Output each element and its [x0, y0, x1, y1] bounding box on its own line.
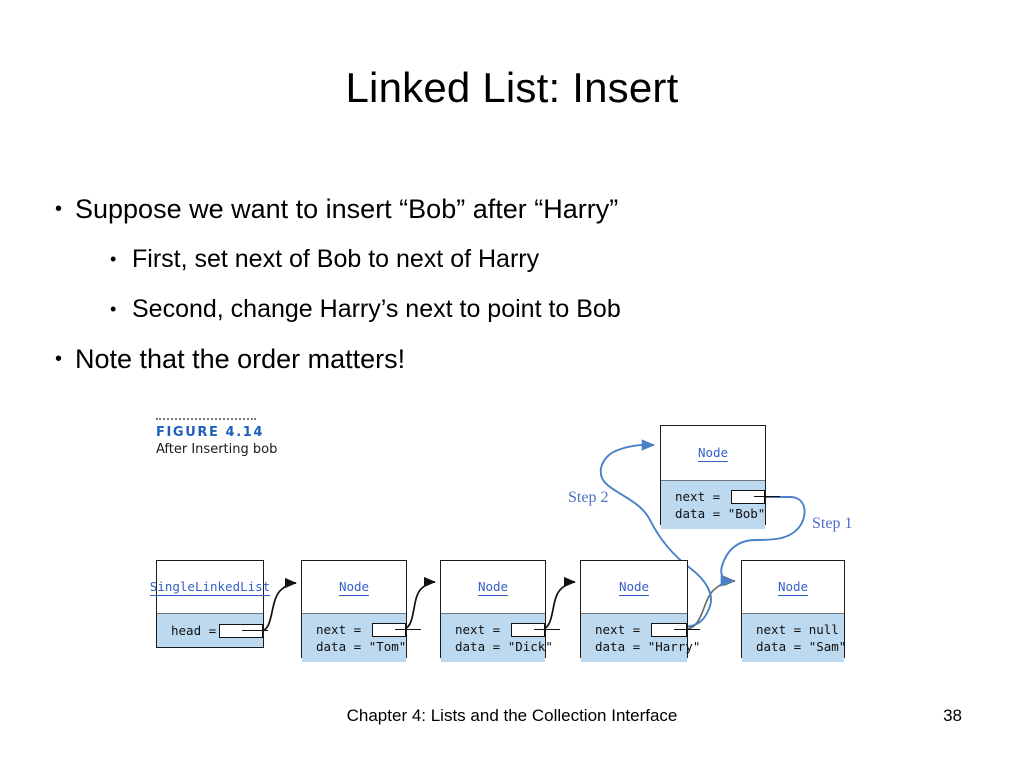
- box-header: Node: [742, 561, 844, 613]
- field-label: data =: [595, 639, 648, 654]
- bullet-list: • Suppose we want to insert “Bob” after …: [55, 185, 955, 385]
- field-value: "Harry": [647, 639, 701, 654]
- field-data: data = "Tom": [316, 638, 406, 655]
- bullet-text: First, set next of Bob to next of Harry: [132, 245, 540, 273]
- field-label: next =: [455, 622, 508, 637]
- pointer-box-icon: [219, 623, 268, 638]
- field-value: "Sam": [808, 639, 847, 654]
- footer-page-number: 38: [943, 706, 962, 725]
- node-box-dick: Node next = data = "Dick": [440, 560, 561, 662]
- field-value: "Tom": [368, 639, 407, 654]
- caption-divider: [156, 418, 256, 420]
- node-box-sam: Node next = null data = "Sam": [741, 560, 846, 662]
- step-1-label: Step 1: [812, 515, 853, 532]
- arrow-harry-old-next-to-sam: [680, 575, 736, 631]
- bullet-marker-icon: •: [55, 348, 63, 370]
- field-label: next =: [756, 622, 809, 637]
- node-box-harry: Node next = data = "Harry": [580, 560, 700, 662]
- node-box-bob: Node next = data = "Bob": [660, 425, 781, 529]
- field-data: data = "Dick": [455, 638, 553, 655]
- box-body: next = null data = "Sam": [742, 613, 847, 662]
- field-label: next =: [675, 489, 728, 504]
- box-title: Node: [777, 578, 809, 596]
- page-title: Linked List: Insert: [345, 64, 679, 111]
- box-body: next = data = "Tom": [302, 613, 422, 662]
- box-header: Node: [441, 561, 545, 613]
- field-label: next =: [316, 622, 369, 637]
- field-label: head =: [171, 623, 217, 638]
- field-next: next =: [675, 488, 781, 505]
- box-header: SingleLinkedList: [149, 561, 271, 613]
- pointer-box-icon: [371, 622, 422, 637]
- bullet-marker-icon: •: [110, 249, 117, 269]
- box-body: head =: [157, 613, 268, 647]
- pointer-box-icon: [510, 622, 561, 637]
- box-title: Node: [697, 444, 729, 462]
- bullet-marker-icon: •: [110, 299, 117, 319]
- list-item: • Suppose we want to insert “Bob” after …: [55, 185, 955, 233]
- figure-caption: FIGURE 4.14 After Inserting bob: [156, 418, 386, 457]
- bullet-marker-icon: •: [55, 198, 63, 220]
- field-label: data =: [675, 506, 728, 521]
- footer-chapter-text: Chapter 4: Lists and the Collection Inte…: [346, 706, 678, 725]
- field-value: "Dick": [507, 639, 553, 654]
- box-title: Node: [618, 578, 650, 596]
- figure-number: FIGURE 4.14: [156, 425, 265, 440]
- field-next: next =: [595, 621, 701, 638]
- field-label: data =: [756, 639, 809, 654]
- box-body: next = data = "Harry": [581, 613, 701, 662]
- bullet-text: Note that the order matters!: [75, 344, 406, 374]
- field-next: next =: [455, 621, 561, 638]
- bullet-text: Suppose we want to insert “Bob” after “H…: [75, 194, 619, 224]
- field-value: "Bob": [727, 506, 766, 521]
- field-head: head =: [171, 622, 268, 639]
- box-title: Node: [338, 578, 370, 596]
- field-next: next = null: [756, 621, 844, 638]
- box-title: SingleLinkedList: [149, 578, 271, 596]
- list-item: • First, set next of Bob to next of Harr…: [55, 235, 955, 283]
- box-header: Node: [581, 561, 687, 613]
- pointer-box-icon: [650, 622, 701, 637]
- box-title: Node: [477, 578, 509, 596]
- list-item: • Second, change Harry’s next to point t…: [55, 285, 955, 333]
- pointer-box-icon: [730, 489, 781, 504]
- field-data: data = "Sam": [756, 638, 847, 655]
- field-data: data = "Harry": [595, 638, 700, 655]
- field-value: null: [808, 622, 839, 637]
- step-2-label: Step 2: [568, 489, 609, 506]
- box-body: next = data = "Bob": [661, 480, 781, 529]
- list-item: • Note that the order matters!: [55, 335, 955, 383]
- box-body: next = data = "Dick": [441, 613, 561, 662]
- field-label: data =: [316, 639, 369, 654]
- field-label: data =: [455, 639, 508, 654]
- node-box-tom: Node next = data = "Tom": [301, 560, 422, 662]
- field-data: data = "Bob": [675, 505, 765, 522]
- bullet-text: Second, change Harry’s next to point to …: [132, 295, 621, 323]
- figure-subtitle: After Inserting bob: [156, 442, 278, 457]
- box-header: Node: [661, 426, 765, 480]
- field-next: next =: [316, 621, 422, 638]
- singlelinkedlist-box: SingleLinkedList head =: [149, 560, 271, 648]
- field-label: next =: [595, 622, 648, 637]
- box-header: Node: [302, 561, 406, 613]
